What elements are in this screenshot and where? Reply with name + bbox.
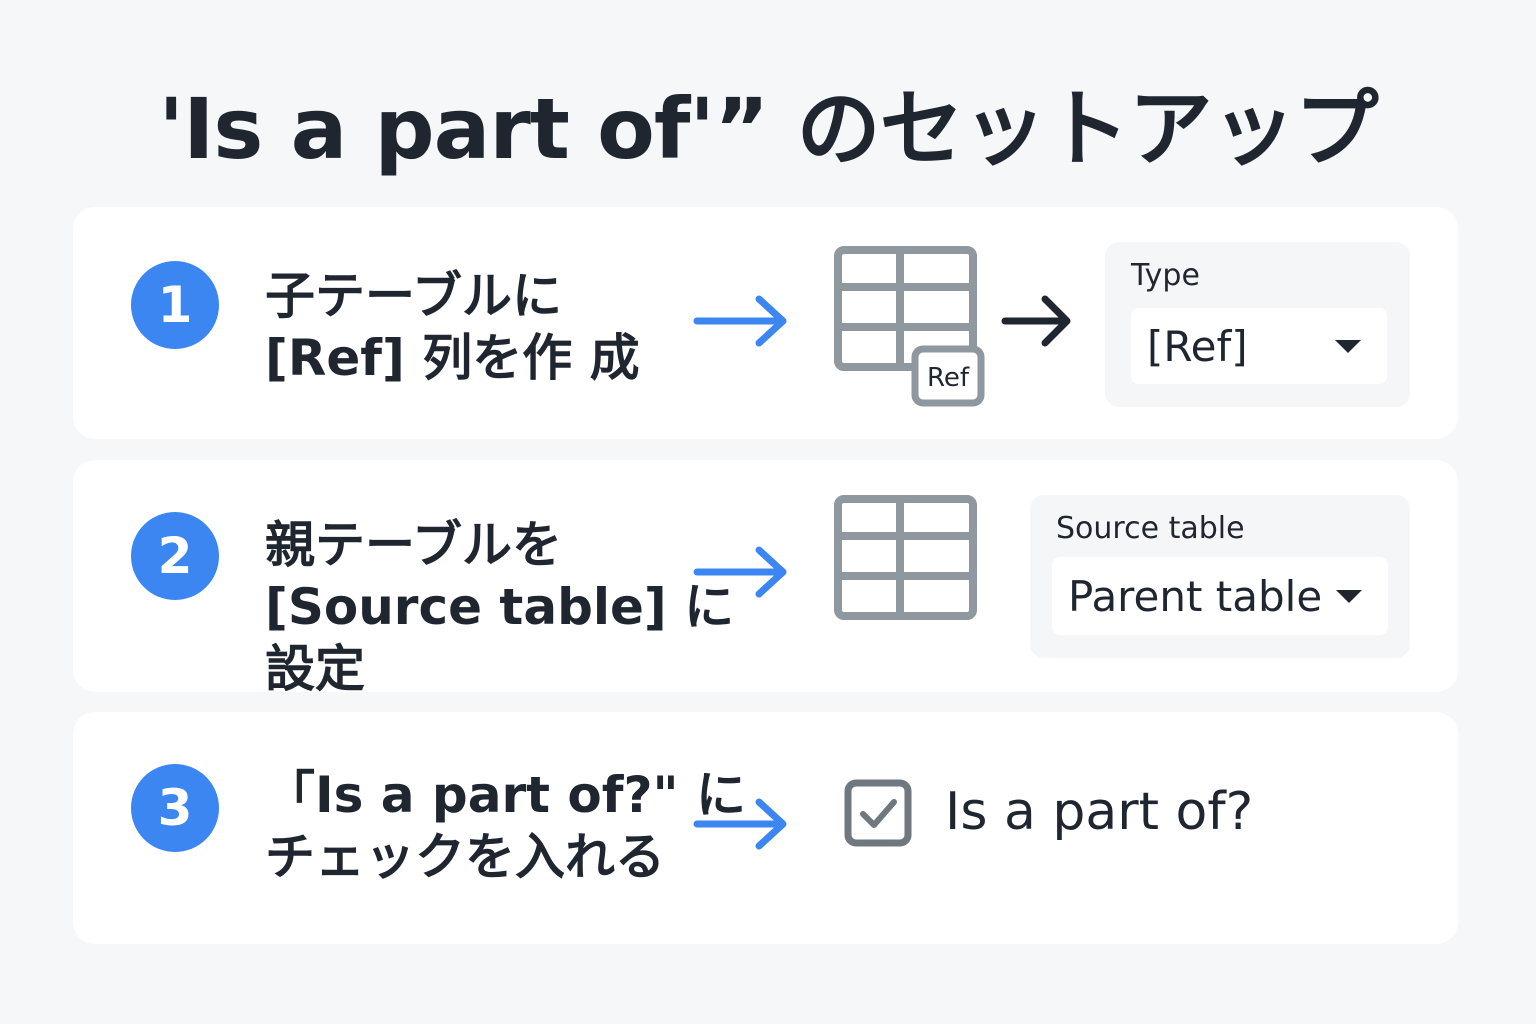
caret-down-icon [1336,590,1362,603]
field-label: Type [1131,258,1200,293]
step-number: 1 [131,261,219,349]
field-label: Source table [1056,511,1245,546]
step-number: 2 [131,512,219,600]
step-card-2: 2 親テーブルを [Source table] に 設定 Source tabl… [73,460,1458,698]
arrow-right-icon [1001,295,1071,347]
checkbox-label: Is a part of? [945,782,1254,842]
table-icon [834,495,977,620]
arrow-right-icon [693,798,787,850]
dropdown-value: Parent table [1068,571,1323,621]
step-number: 3 [131,764,219,852]
checkbox-checked-icon[interactable] [843,778,915,850]
caret-down-icon [1335,340,1361,353]
source-table-panel: Source table Parent table [1030,495,1410,658]
type-dropdown[interactable]: [Ref] [1131,308,1387,384]
page-title: 'Is a part of'” のセットアップ [158,80,1378,178]
source-table-dropdown[interactable]: Parent table [1052,557,1388,635]
arrow-right-icon [693,295,787,347]
step-text: 「Is a part of?" に チェックを入れる [265,766,746,886]
step-card-1: 1 子テーブルに [Ref] 列を作 成 Ref Type [Ref] [73,207,1458,439]
step-text: 子テーブルに [Ref] 列を作 成 [265,267,640,387]
step-text: 親テーブルを [Source table] に 設定 [265,516,735,698]
table-ref-icon: Ref [834,246,985,407]
dropdown-value: [Ref] [1147,321,1248,371]
type-field-panel: Type [Ref] [1105,242,1410,407]
arrow-right-icon [693,546,787,598]
ref-badge: Ref [927,363,970,393]
step-card-3: 3 「Is a part of?" に チェックを入れる Is a part o… [73,712,1458,944]
